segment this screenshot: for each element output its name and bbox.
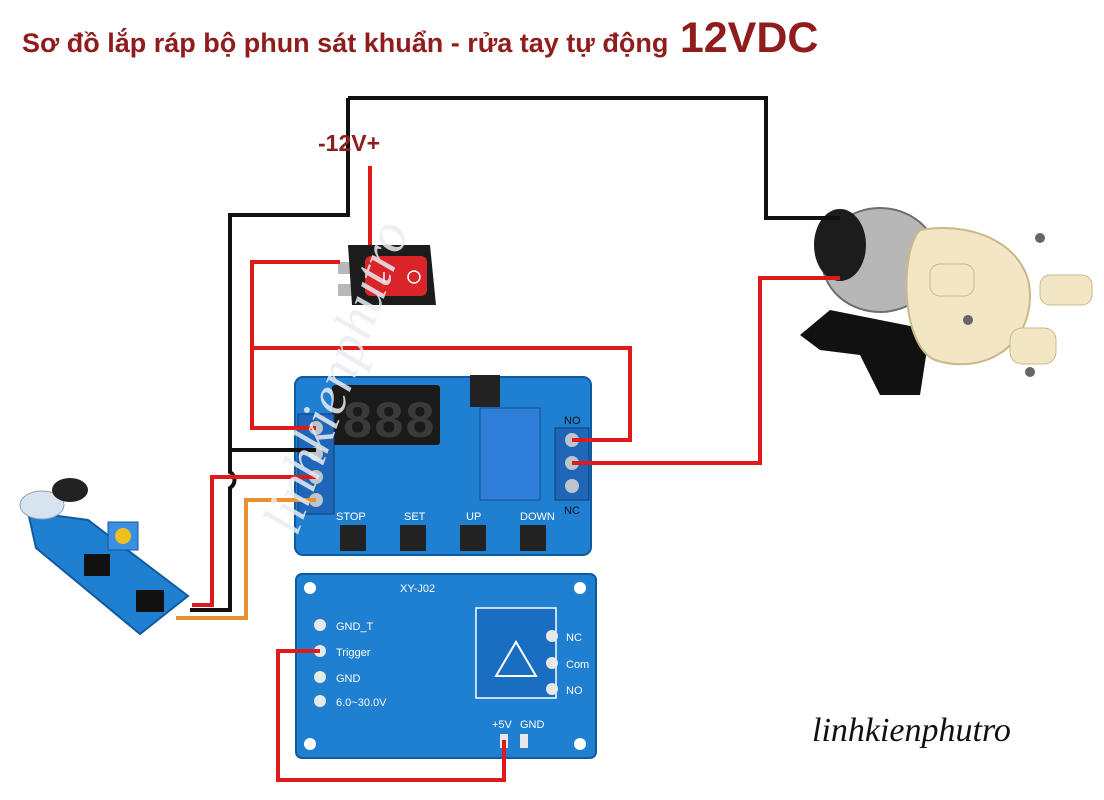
warning-icon	[494, 640, 538, 677]
wire-red-no	[252, 346, 632, 442]
label-com: Com	[566, 659, 589, 671]
wire-red-pump	[572, 276, 840, 465]
mount-hole-3	[304, 738, 316, 750]
wire-red-vcc	[250, 260, 340, 430]
top-chip	[470, 375, 500, 407]
pad-voltage	[314, 695, 326, 707]
up-button	[460, 525, 486, 551]
label-trigger: Trigger	[336, 647, 371, 659]
supply-label: -12V+	[318, 130, 381, 156]
label-stop: STOP	[336, 511, 366, 523]
label-nc-bottom: NC	[566, 632, 582, 644]
relay-block	[479, 407, 541, 501]
down-button	[520, 525, 546, 551]
pad-no	[546, 683, 558, 695]
brand-signature: linhkienphutro	[812, 712, 1011, 749]
title-voltage: 12VDC	[679, 14, 819, 62]
title-text: Sơ đồ lắp ráp bộ phun sát khuẩn - rửa ta…	[22, 28, 669, 58]
wire-black-sensor	[190, 450, 237, 612]
mount-hole-4	[574, 738, 586, 750]
wire-black-pump	[348, 96, 840, 220]
label-up: UP	[466, 511, 481, 523]
seven-seg-display	[332, 385, 440, 445]
label-model: XY-J02	[400, 583, 435, 595]
ir-sensor-icon	[19, 478, 190, 636]
label-voltage-range: 6.0~30.0V	[336, 697, 387, 709]
label-no: NO	[564, 415, 581, 427]
pad-com	[546, 657, 558, 669]
wires	[176, 96, 840, 782]
label-gnd2: GND	[520, 719, 545, 731]
pad-gnd2	[520, 734, 528, 748]
label-gnd-t: GND_T	[336, 621, 374, 633]
out-screw-3	[565, 479, 579, 493]
label-nc: NC	[564, 505, 580, 517]
page-title: Sơ đồ lắp ráp bộ phun sát khuẩn - rửa ta…	[22, 14, 818, 63]
wire-red-trigger	[276, 649, 506, 782]
set-button	[400, 525, 426, 551]
stop-button	[340, 525, 366, 551]
relay-module-top: 888 NO NC STOP SET UP DOWN	[294, 375, 592, 556]
label-5v: +5V	[492, 719, 513, 731]
label-set: SET	[404, 511, 426, 523]
label-down: DOWN	[520, 511, 555, 523]
label-gnd: GND	[336, 673, 361, 685]
wire-black-gnd	[228, 98, 350, 452]
relay-outline	[475, 607, 557, 699]
pad-gnd	[314, 671, 326, 683]
mount-hole-2	[574, 582, 586, 594]
relay-module-bottom: XY-J02 GND_T Trigger GND 6.0~30.0V NC Co…	[295, 573, 597, 759]
pad-gnd-t	[314, 619, 326, 631]
wire-orange-signal	[176, 498, 316, 620]
pump-icon	[800, 207, 1093, 395]
pad-nc	[546, 630, 558, 642]
label-no-bottom: NO	[566, 685, 583, 697]
rocker-switch-icon	[338, 245, 436, 305]
wire-red-sensor	[192, 475, 316, 607]
display-digits: 888	[342, 394, 436, 453]
mount-hole-1	[304, 582, 316, 594]
